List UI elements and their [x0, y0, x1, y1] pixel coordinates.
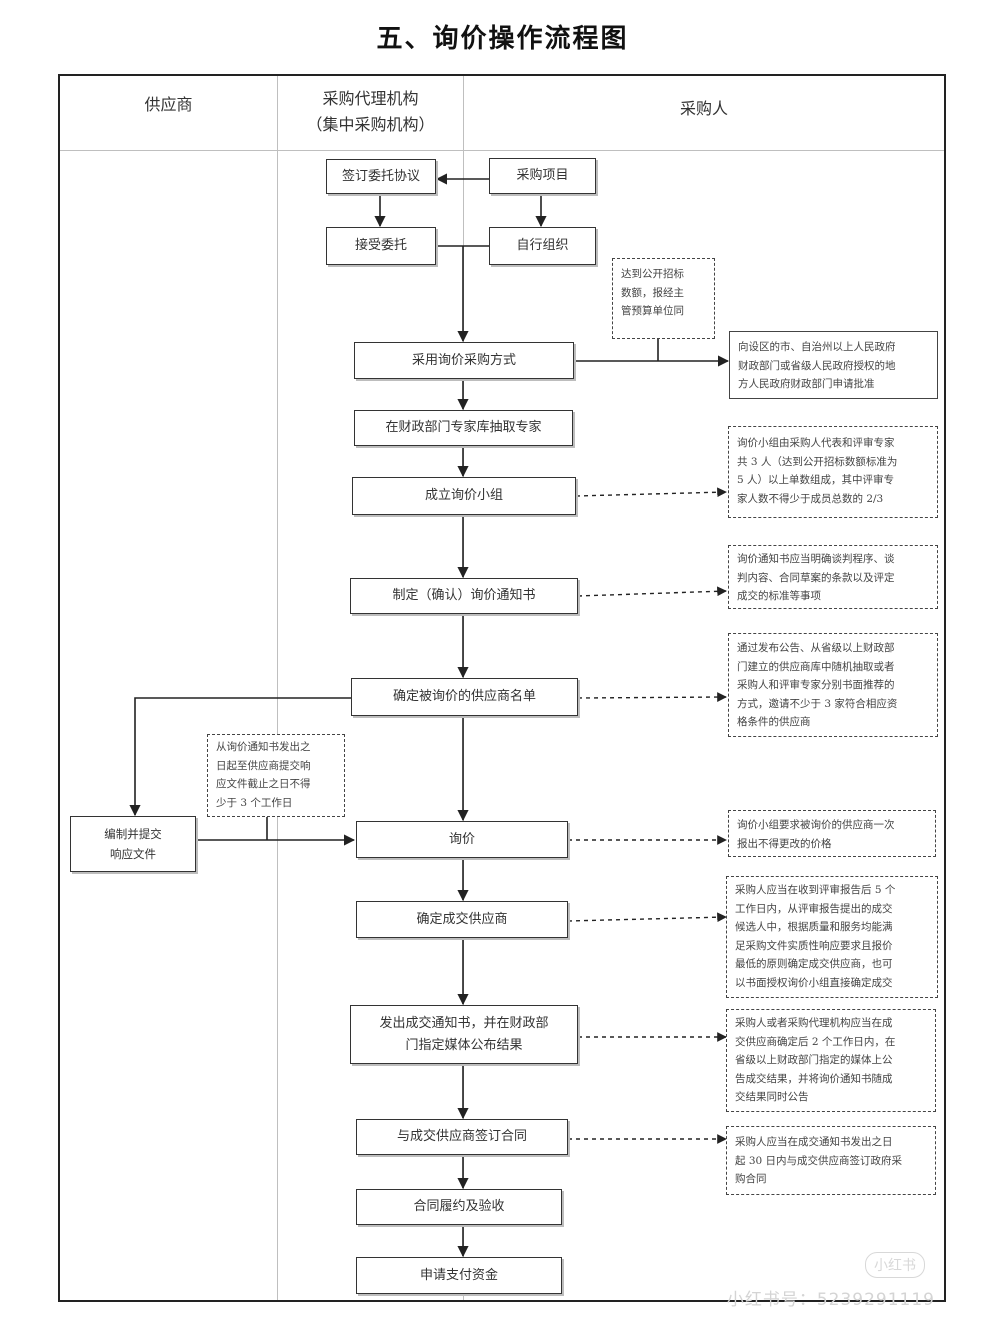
box-sign-agreement: 签订委托协议 [326, 159, 436, 194]
note-suppliers-line4: 方式，邀请不少于 3 家符合相应资 [737, 697, 898, 710]
lane-header-purchaser: 采购人 [679, 99, 728, 118]
box-sign-contract: 与成交供应商签订合同 [356, 1119, 568, 1155]
box-self-organize: 自行组织 [489, 227, 596, 265]
note-panel-line2: 共 3 人（达到公开招标数额标准为 [737, 455, 898, 468]
note-suppliers-line3: 采购人和评审专家分别书面推荐的 [737, 679, 895, 691]
note-inquiry-line1: 询价小组要求被询价的供应商一次 [737, 819, 895, 831]
note-notice: 询价通知书应当明确谈判程序、谈 判内容、合同草案的条款以及评定 成交的标准等事项 [728, 545, 938, 609]
lane-header-agency-line2: （集中采购机构） [306, 115, 435, 134]
note-suppliers-line2: 门建立的供应商库中随机抽取或者 [737, 660, 895, 673]
box-prepare-response-line1: 编制并提交 [104, 827, 162, 841]
note-threshold: 达到公开招标 数额，报经主 管预算单位同 [612, 258, 715, 339]
note-inquiry: 询价小组要求被询价的供应商一次 报出不得更改的价格 [728, 810, 936, 857]
box-apply-payment: 申请支付资金 [356, 1257, 562, 1294]
box-prepare-response-line2: 响应文件 [110, 847, 156, 861]
box-purchase-project: 采购项目 [489, 158, 596, 194]
note-suppliers: 通过发布公告、从省级以上财政部 门建立的供应商库中随机抽取或者 采购人和评审专家… [728, 633, 938, 737]
box-draft-notice: 制定（确认）询价通知书 [350, 578, 578, 614]
note-contract-line1: 采购人应当在成交通知书发出之日 [735, 1136, 893, 1148]
page-title: 五、询价操作流程图 [376, 24, 629, 54]
note-winner-line3: 候选人中，根据质量和服务均能满 [735, 921, 893, 933]
box-issue-notice-line1: 发出成交通知书，并在财政部 [379, 1015, 549, 1031]
watermark-text: 小红书号：5239291119 [726, 1290, 935, 1310]
note-notice-line3: 成交的标准等事项 [737, 590, 821, 602]
note-deadline: 从询价通知书发出之 日起至供应商提交响 应文件截止之日不得 少于 3 个工作日 [207, 734, 345, 817]
note-winner: 采购人应当在收到评审报告后 5 个 工作日内，从评审报告提出的成交 候选人中，根… [726, 876, 938, 998]
note-approval-line1: 向设区的市、自治州以上人民政府 [738, 341, 896, 353]
note-winner-line4: 足采购文件实质性响应要求且报价 [735, 939, 893, 952]
note-publish-line2: 交供应商确定后 2 个工作日内，在 [735, 1035, 896, 1048]
note-winner-line5: 最低的原则确定成交供应商，也可 [735, 958, 893, 970]
note-inquiry-line2: 报出不得更改的价格 [737, 837, 832, 850]
note-deadline-line3: 应文件截止之日不得 [216, 778, 311, 790]
box-accept-entrust: 接受委托 [326, 227, 436, 265]
note-panel: 询价小组由采购人代表和评审专家 共 3 人（达到公开招标数额标准为 5 人）以上… [728, 426, 938, 518]
box-issue-notice-line2: 门指定媒体公布结果 [405, 1037, 523, 1053]
arrow-notice-to-note [577, 586, 727, 597]
note-deadline-line4: 少于 3 个工作日 [216, 796, 293, 809]
box-prepare-response: 编制并提交 响应文件 [70, 816, 196, 872]
box-adopt-inquiry: 采用询价采购方式 [354, 342, 574, 379]
note-winner-line6: 以书面授权询价小组直接确定成交 [735, 976, 893, 989]
note-approval-line2: 财政部门或省级人民政府授权的地 [738, 359, 896, 372]
lane-header-agency: 采购代理机构 （集中采购机构） [278, 86, 463, 138]
note-publish: 采购人或者采购代理机构应当在成 交供应商确定后 2 个工作日内，在 省级以上财政… [726, 1009, 936, 1112]
note-notice-line1: 询价通知书应当明确谈判程序、谈 [737, 553, 895, 565]
lane-header-supplier: 供应商 [144, 95, 193, 114]
box-form-panel: 成立询价小组 [352, 477, 576, 515]
note-winner-line2: 工作日内，从评审报告提出的成交 [735, 902, 893, 915]
arrow-suppliers-to-note [577, 692, 727, 702]
note-threshold-line1: 达到公开招标 [621, 268, 684, 280]
note-publish-line1: 采购人或者采购代理机构应当在成 [735, 1017, 893, 1029]
note-deadline-line1: 从询价通知书发出之 [216, 741, 311, 753]
note-panel-line3: 5 人）以上单数组成，其中评审专 [737, 474, 895, 486]
note-notice-line2: 判内容、合同草案的条款以及评定 [737, 571, 895, 584]
lane-header-agency-line1: 采购代理机构 [322, 89, 419, 108]
note-deadline-line2: 日起至供应商提交响 [216, 759, 311, 772]
arrow-panel-to-note [575, 487, 727, 498]
lane-header-divider [60, 150, 944, 151]
note-approval-line3: 方人民政府财政部门申请批准 [738, 378, 875, 390]
watermark-logo: 小红书 [865, 1252, 925, 1278]
arrow-winner-to-note [567, 912, 727, 923]
note-winner-line1: 采购人应当在收到评审报告后 5 个 [735, 884, 896, 896]
box-extract-experts: 在财政部门专家库抽取专家 [354, 410, 573, 446]
note-threshold-line2: 数额，报经主 [621, 286, 684, 299]
flowchart-frame [58, 74, 946, 1302]
note-contract-line2: 起 30 日内与成交供应商签订政府采 [735, 1154, 903, 1167]
note-approval: 向设区的市、自治州以上人民政府 财政部门或省级人民政府授权的地 方人民政府财政部… [729, 331, 938, 399]
note-panel-line1: 询价小组由采购人代表和评审专家 [737, 437, 895, 449]
box-determine-suppliers: 确定被询价的供应商名单 [351, 678, 578, 716]
note-contract: 采购人应当在成交通知书发出之日 起 30 日内与成交供应商签订政府采 购合同 [726, 1126, 936, 1195]
note-contract-line3: 购合同 [735, 1173, 767, 1185]
box-issue-notice: 发出成交通知书，并在财政部 门指定媒体公布结果 [350, 1005, 578, 1064]
lane-divider-supplier-agency [277, 76, 278, 1300]
note-publish-line5: 交结果同时公告 [735, 1091, 809, 1103]
box-inquiry: 询价 [356, 821, 568, 858]
note-suppliers-line1: 通过发布公告、从省级以上财政部 [737, 642, 895, 654]
arrow-suppliers-to-response [129, 697, 351, 817]
note-publish-line4: 告成交结果，并将询价通知书随成 [735, 1072, 893, 1085]
box-perform-accept: 合同履约及验收 [356, 1189, 562, 1225]
box-determine-winner: 确定成交供应商 [356, 901, 568, 938]
note-panel-line4: 家人数不得少于成员总数的 2/3 [737, 492, 884, 505]
note-publish-line3: 省级以上财政部门指定的媒体上公 [735, 1054, 893, 1066]
note-suppliers-line5: 格条件的供应商 [737, 716, 811, 728]
note-threshold-line3: 管预算单位同 [621, 305, 684, 317]
